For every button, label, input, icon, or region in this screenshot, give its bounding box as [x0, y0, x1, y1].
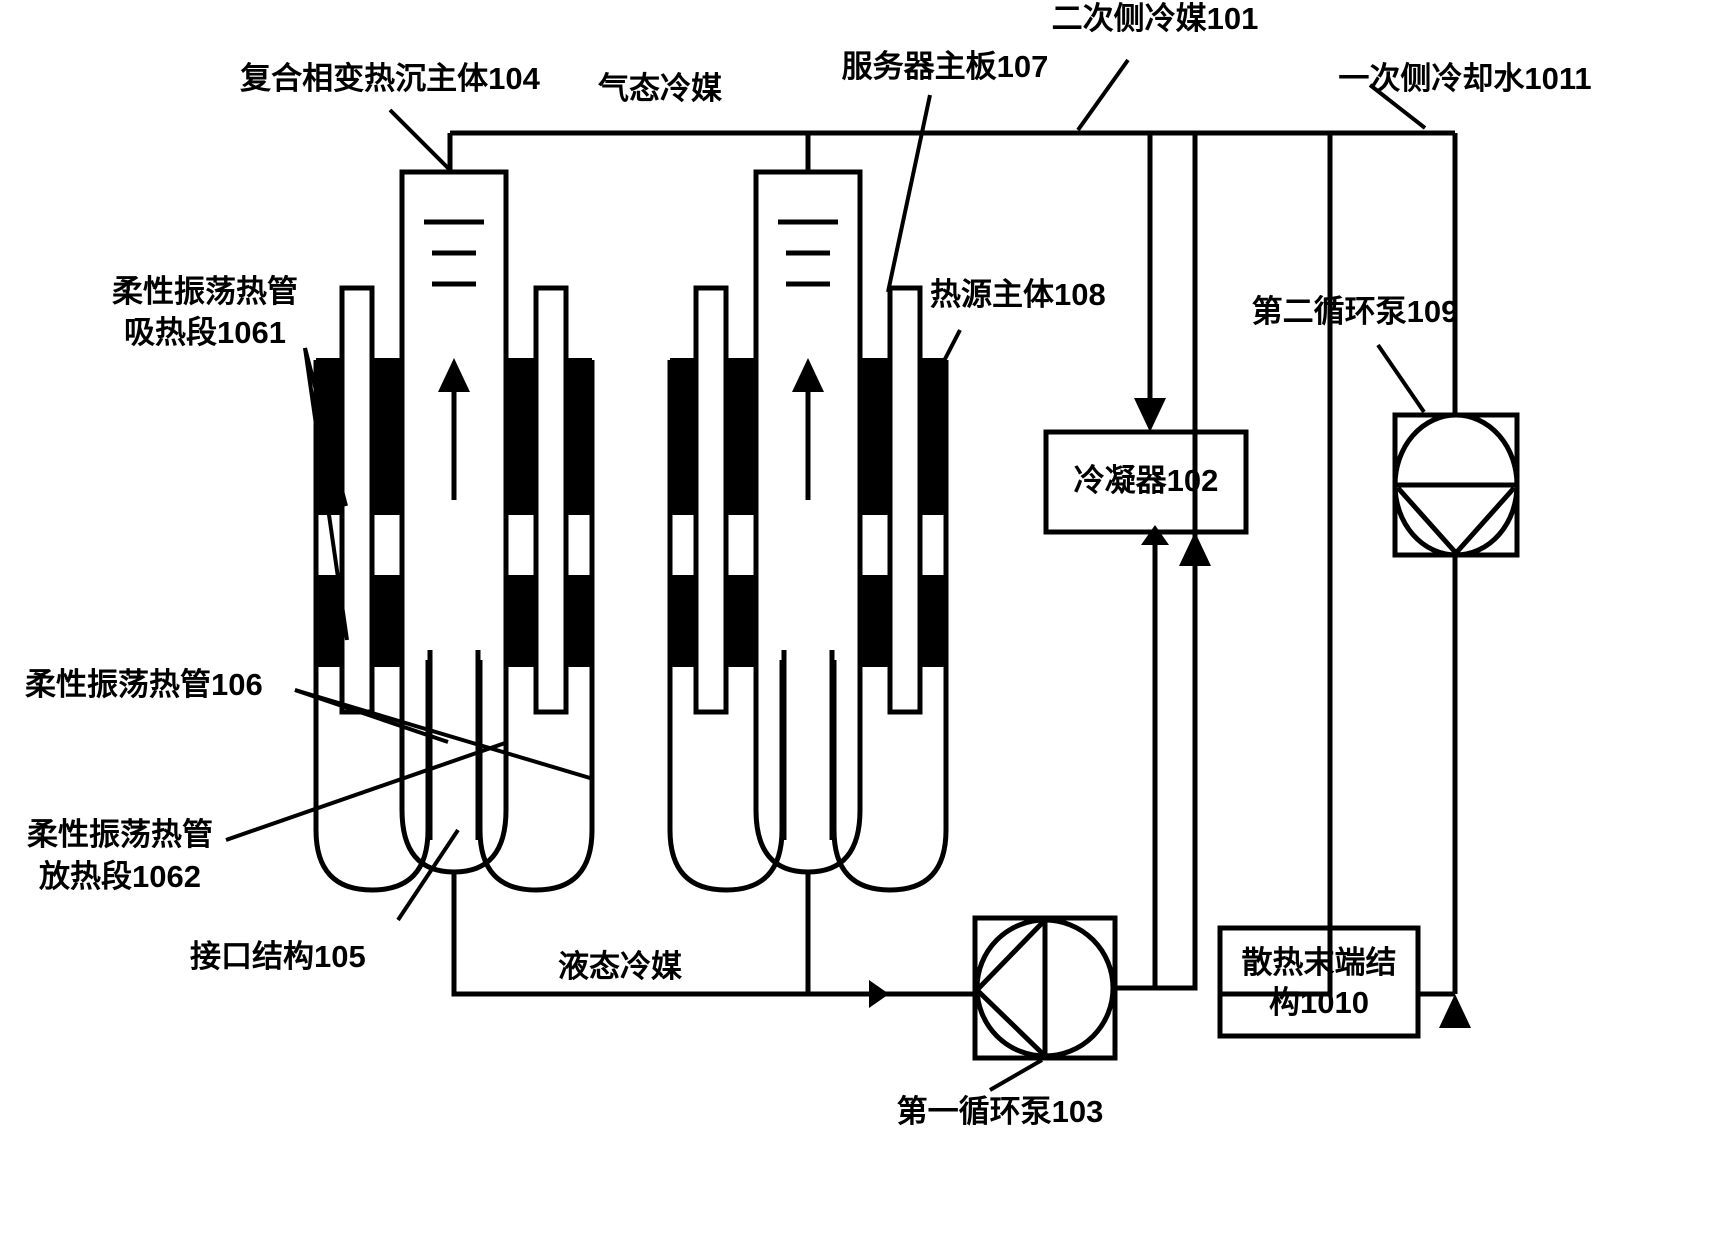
label-flexible-ohp: 柔性振荡热管106 [25, 667, 263, 702]
label-gas-refrigerant: 气态冷媒 [598, 71, 722, 106]
heat-source-blocks-right [670, 358, 946, 667]
first-circulation-pump-symbol [972, 915, 1118, 1061]
leader-secondary-refrigerant [1076, 58, 1130, 132]
label-ohp-condenser-line1: 柔性振荡热管 [27, 817, 213, 852]
leader-heat-sink-body [388, 108, 454, 174]
primary-cooling-water-loop [1195, 130, 1471, 1028]
leader-first-pump [989, 1058, 1043, 1092]
label-server-mainboard: 服务器主板107 [841, 49, 1049, 84]
ohp-condenser-legs-right [667, 360, 949, 893]
label-heat-sink-body: 复合相变热沉主体104 [240, 61, 540, 96]
ohp-condenser-legs-left [313, 360, 595, 893]
label-ohp-evaporator-line2: 吸热段1061 [124, 315, 286, 350]
label-liquid-refrigerant: 液态冷媒 [558, 949, 682, 984]
second-circulation-pump-symbol [1392, 412, 1520, 558]
heat-source-blocks-left [316, 358, 592, 667]
leader-interface-structure [396, 828, 460, 922]
label-ohp-evaporator-line1: 柔性振荡热管 [112, 274, 298, 309]
leader-heat-source-body [928, 329, 962, 389]
leader-second-pump [1376, 343, 1426, 414]
label-terminal-heat-dissipation-line1: 散热末端结 [1241, 945, 1397, 980]
secondary-refrigerant-riser-pipe [1115, 133, 1211, 991]
label-second-circulation-pump: 第二循环泵109 [1251, 294, 1459, 329]
ohp-tube-left-2 [533, 285, 569, 715]
leader-primary-cooling-water [1368, 83, 1427, 130]
heat-sink-module-left [399, 169, 509, 875]
gas-refrigerant-header-pipe [447, 130, 1455, 172]
liquid-refrigerant-return-pipe [451, 872, 975, 1008]
label-condenser: 冷凝器102 [1073, 463, 1219, 498]
leader-ohp-condenser [225, 740, 509, 842]
label-secondary-refrigerant: 二次侧冷媒101 [1051, 1, 1259, 36]
terminal-heat-dissipation-box [1217, 925, 1421, 1039]
leader-ohp-evaporator-b [303, 347, 349, 641]
heat-sink-module-right [753, 169, 863, 875]
primary-loop-left-branch [1220, 133, 1333, 997]
leader-ohp-evaporator-a [303, 347, 348, 507]
label-primary-cooling-water: 一次侧冷却水1011 [1338, 61, 1592, 96]
condenser-box [1043, 429, 1249, 535]
leader-ohp-106-b [294, 688, 449, 744]
label-ohp-condenser-line2: 放热段1062 [39, 859, 201, 894]
leader-lines [225, 58, 1427, 1092]
leader-server-mainboard [886, 94, 932, 293]
ohp-tube-right-2 [887, 285, 923, 715]
secondary-refrigerant-inlet-pipe [1134, 133, 1166, 432]
secondary-loop-pump-to-condenser [1115, 525, 1169, 991]
label-first-circulation-pump: 第一循环泵103 [896, 1094, 1104, 1129]
label-heat-source-body: 热源主体108 [930, 277, 1106, 312]
label-interface-structure: 接口结构105 [190, 939, 366, 974]
ohp-tube-right-1 [693, 285, 729, 715]
label-terminal-heat-dissipation-line2: 构1010 [1269, 985, 1369, 1020]
